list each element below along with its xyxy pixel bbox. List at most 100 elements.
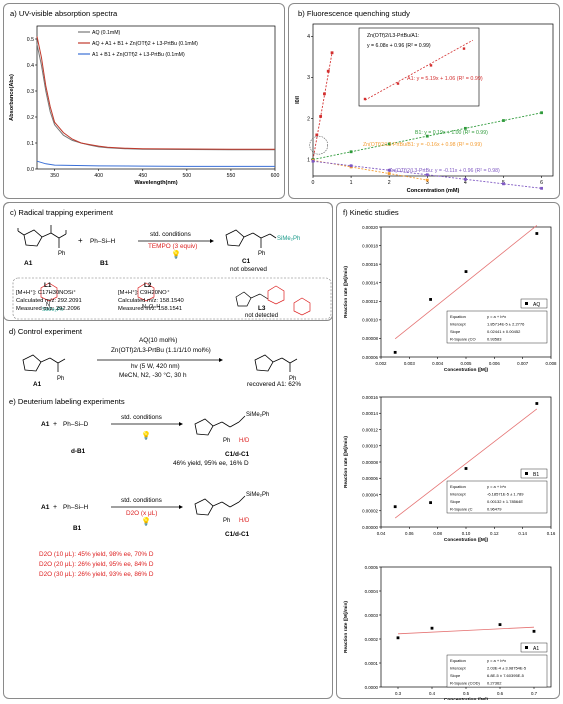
legend-entry: B1 (533, 472, 539, 478)
x-tick-label: 450 (138, 173, 147, 179)
data-point (349, 164, 353, 168)
stats-value: 0.27362 (487, 681, 502, 686)
a1-label: A1 (24, 260, 33, 267)
fit-line (397, 626, 535, 635)
eq-a1: A1: y = 5.19x + 1.06 (R² = 0.99) (407, 76, 483, 82)
x-tick-label: 550 (227, 173, 236, 179)
data-point (535, 402, 539, 405)
l1-calc: Calculated m/z: 292.2091 (16, 298, 82, 304)
x-tick-label: 0.6 (497, 691, 504, 696)
x-tick-label: 4 (464, 180, 467, 186)
l2-noh: N–O–H (142, 304, 160, 310)
series-line-2 (36, 36, 275, 150)
fit-line-1 (312, 52, 333, 160)
data-point (463, 126, 467, 130)
y-tick-label: 0.00020 (362, 225, 378, 230)
x-axis-label: Concentration (mM) (407, 188, 460, 194)
x-tick-label: 0.3 (395, 691, 402, 696)
x-axis-label: Concentration ([M]) (444, 537, 489, 543)
eq-b1: B1: y = 0.19x + 1.00 (R² = 0.99) (415, 130, 488, 136)
cond1: AQ(10 mol%) (139, 337, 178, 344)
inset-equation: y = 6.08x + 0.96 (R² = 0.99) (367, 43, 431, 49)
y-tick-label: 0.0003 (365, 613, 379, 618)
plot-frame (36, 25, 276, 170)
panel-fluorescence: b) Fluorescence quenching study 01234561… (288, 3, 560, 199)
svg-text:Ph: Ph (223, 438, 230, 444)
y-tick-label: 0.0002 (365, 637, 379, 642)
legend-entry: A1 (533, 646, 539, 652)
stats-value: -6.18571E-5 ± 1.789 (487, 492, 524, 497)
data-point (311, 159, 315, 163)
data-point (502, 119, 505, 122)
data-point (429, 501, 432, 505)
data-point (319, 115, 323, 118)
series-line-3 (36, 160, 275, 167)
x-tick-label: 0.007 (517, 361, 529, 366)
data-point (393, 350, 397, 354)
stats-value: 6.8E-5 ± 7.60395E-5 (487, 673, 525, 678)
l2-calc: Calculated m/z: 158.1540 (118, 298, 184, 304)
l2-tag: L2 (144, 282, 152, 289)
inset-point (429, 64, 433, 67)
y-tick-label: 0.1 (27, 141, 34, 147)
x-tick-label: 0.4 (429, 691, 436, 696)
data-point (387, 142, 391, 146)
y-tick-label: 0.5 (27, 37, 34, 43)
svg-text:H/D: H/D (239, 518, 250, 524)
e-arrow2b: D2O (x μL) (126, 510, 158, 517)
y-tick-label: 0.4 (27, 63, 34, 69)
data-point (349, 150, 353, 154)
a1-structure (17, 225, 67, 248)
l1-structure (40, 282, 58, 302)
e-a1-2: A1 (41, 504, 50, 511)
data-point (396, 636, 400, 640)
l1-ion: [M+H⁺]: C17H30NOSi⁺ (16, 290, 77, 296)
x-tick-label: 350 (50, 173, 59, 179)
legend-box (520, 468, 548, 479)
plot-frame (312, 23, 554, 177)
x-tick-label: 0.004 (432, 361, 444, 366)
panel-b-title: b) Fluorescence quenching study (298, 9, 410, 18)
x-tick-label: 400 (94, 173, 103, 179)
svg-text:+: + (53, 504, 57, 511)
b1-label: B1 (100, 260, 109, 267)
svg-text:H/D: H/D (239, 438, 250, 444)
stats-key: Intercept (450, 322, 466, 327)
data-point (387, 172, 391, 175)
l1-tag: L1 (44, 282, 52, 289)
y-axis-label: Absorbance(Abs) (9, 74, 15, 121)
stats-key: Intercept (450, 666, 466, 671)
panel-a-title: a) UV-visible absorption spectra (10, 9, 118, 18)
x-tick-label: 3 (426, 180, 429, 186)
x-tick-label: 6 (540, 180, 543, 186)
y-tick-label: 0.00012 (362, 299, 378, 304)
x-tick-label: 0.04 (377, 531, 386, 536)
y-tick-label: 3 (307, 75, 310, 81)
data-point (429, 298, 432, 301)
stats-value: 0.00132 ± 1.78564E (487, 499, 523, 504)
legend-box (520, 642, 548, 653)
stats-key: R-Square (C (450, 507, 473, 512)
e-db1-label: d-B1 (71, 448, 86, 455)
c1-structure (225, 229, 277, 248)
ph-a1: Ph (58, 251, 65, 257)
stats-value: y = a + b*x (487, 658, 506, 663)
y-tick-label: 0.00000 (362, 525, 378, 530)
x-tick-label: 0.005 (461, 361, 473, 366)
y-tick-label: 4 (307, 34, 310, 40)
x-axis-label: Concentration ([M]) (444, 697, 489, 700)
l3-note: not detected (245, 313, 279, 319)
e-row3: D2O (30 μL): 26% yield, 93% ee, 86% D (39, 571, 154, 578)
legend-entry-1: AQ (0.1mM) (92, 30, 121, 36)
x-axis-label: Wavelength(nm) (134, 180, 177, 186)
ph-c1: Ph (258, 251, 265, 257)
legend-swatch (525, 302, 528, 305)
panel-uv-vis: a) UV-visible absorption spectra 350 400 4… (3, 3, 285, 199)
data-point (540, 111, 543, 115)
panel-f-title: f) Kinetic studies (343, 208, 399, 217)
inset-point (462, 47, 466, 50)
e-a1-1: A1 (41, 421, 50, 428)
stats-key: Equation (450, 484, 466, 489)
x-tick-label: 0.10 (462, 531, 471, 536)
